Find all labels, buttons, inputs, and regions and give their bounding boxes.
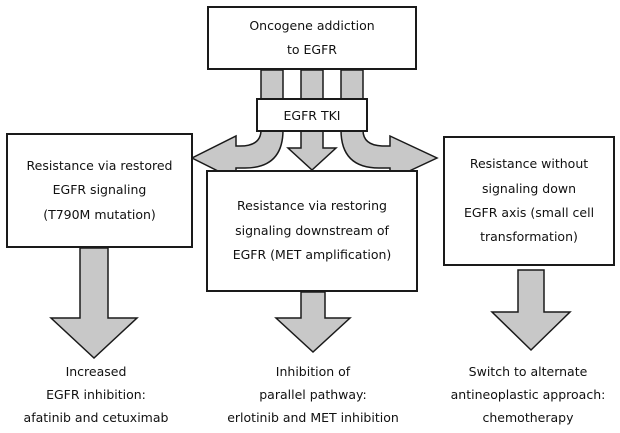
down-arrow-center [274, 291, 352, 354]
outcome-right-line-3: chemotherapy [482, 410, 574, 426]
top-box-line-2: to EGFR [287, 42, 337, 57]
middle-box-line-2: signaling downstream of [235, 222, 389, 238]
outcome-left: Increased EGFR inhibition: afatinib and … [4, 360, 188, 429]
outcome-left-line-1: Increased [65, 364, 127, 379]
outcome-center-line-2: parallel pathway: [259, 387, 367, 403]
outcome-right: Switch to alternate antineoplastic appro… [436, 360, 620, 429]
right-box-line-1: Resistance without [469, 156, 589, 172]
left-box: Resistance via restored EGFR signaling (… [6, 133, 193, 248]
outcome-center-line-1: Inhibition of [275, 364, 351, 379]
right-box-line-2: signaling down [481, 180, 576, 196]
left-box-line-2: EGFR signaling [52, 182, 147, 198]
tki-box: EGFR TKI [256, 98, 368, 132]
right-box: Resistance without signaling down EGFR a… [443, 136, 615, 266]
middle-box-line-3: EGFR (MET amplification) [232, 247, 392, 263]
left-box-line-1: Resistance via restored [26, 157, 173, 173]
straight-arrow-center [286, 129, 338, 172]
outcome-left-line-2: EGFR inhibition: [46, 387, 146, 403]
outcome-center-line-3: erlotinib and MET inhibition [227, 410, 399, 426]
tki-label: EGFR TKI [283, 107, 341, 123]
shaft-center [300, 69, 324, 101]
shaft-left [260, 69, 284, 101]
down-arrow-right [490, 269, 572, 352]
outcome-left-line-3: afatinib and cetuximab [23, 410, 169, 426]
down-arrow-left [49, 247, 139, 360]
top-box-line-1: Oncogene addiction [249, 17, 375, 33]
middle-box: Resistance via restoring signaling downs… [206, 170, 418, 292]
shaft-right [340, 69, 364, 101]
right-box-line-4: transformation) [480, 229, 578, 245]
outcome-center: Inhibition of parallel pathway: erlotini… [200, 360, 426, 429]
middle-box-line-1: Resistance via restoring [237, 198, 387, 214]
left-box-line-3: (T790M mutation) [43, 206, 156, 222]
top-box: Oncogene addiction to EGFR [207, 6, 417, 70]
outcome-right-line-1: Switch to alternate [468, 364, 588, 379]
curved-arrow-right [340, 129, 439, 182]
outcome-right-line-2: antineoplastic approach: [450, 387, 606, 403]
right-box-line-3: EGFR axis (small cell [463, 205, 595, 220]
